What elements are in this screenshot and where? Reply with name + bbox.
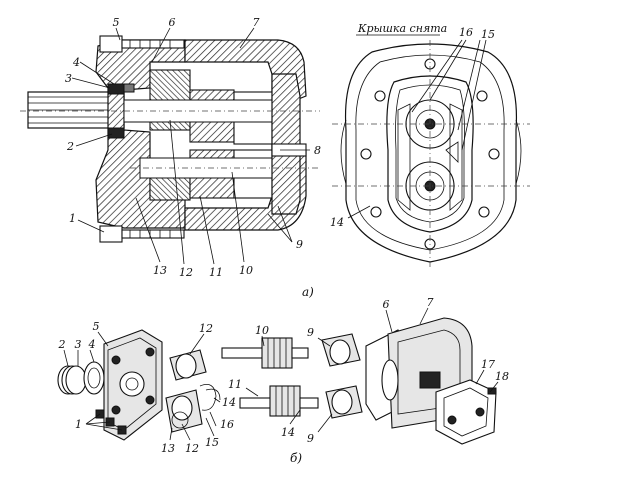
cover-removed-title: Крышка снята — [357, 22, 447, 35]
end-view-leader-lines — [347, 39, 487, 219]
section-leader-lines — [71, 27, 310, 265]
exploded-label-2: 2 — [58, 338, 66, 351]
caption-a: а) — [302, 285, 314, 299]
shaft-seal — [107, 83, 125, 95]
end-label-14: 14 — [330, 216, 344, 229]
exploded-label-17: 17 — [481, 358, 495, 371]
section-label-2: 2 — [66, 140, 74, 153]
bolt-hole — [374, 90, 386, 102]
exploded-label-1: 1 — [75, 418, 82, 431]
exploded-label-16: 16 — [220, 418, 234, 431]
section-label-3: 3 — [65, 72, 72, 85]
exploded-label-12-upper: 12 — [199, 322, 213, 335]
bolt-hole — [476, 90, 488, 102]
exploded-label-18: 18 — [495, 370, 509, 383]
section-label-1: 1 — [69, 212, 76, 225]
section-label-5: 5 — [113, 16, 120, 29]
exploded-rear-cover — [435, 379, 497, 445]
exploded-label-12-lower: 12 — [185, 442, 199, 455]
exploded-label-7: 7 — [427, 296, 434, 309]
lower-bolt — [99, 225, 185, 243]
pump-longitudinal-section: 1 2 3 4 5 6 7 8 9 10 11 12 13 — [20, 16, 321, 279]
upper-bolt — [99, 35, 185, 53]
section-label-10: 10 — [239, 264, 253, 277]
exploded-label-15: 15 — [205, 436, 219, 449]
section-label-4: 4 — [72, 56, 80, 69]
spring-2 — [57, 365, 87, 395]
exploded-label-5: 5 — [93, 320, 100, 333]
section-label-8: 8 — [314, 144, 321, 157]
section-label-11: 11 — [209, 266, 223, 279]
section-label-6: 6 — [169, 16, 176, 29]
section-label-9: 9 — [296, 238, 303, 251]
section-label-13: 13 — [153, 264, 167, 277]
exploded-bushings — [321, 333, 363, 419]
exploded-label-9-upper: 9 — [307, 326, 314, 339]
end-view-housing-outline — [344, 43, 518, 263]
shaft-seal-lower — [107, 127, 125, 139]
gear-cavity — [386, 75, 474, 233]
exploded-drive-gear-shaft — [221, 337, 309, 369]
sealing-plate-16 — [397, 103, 411, 211]
exploded-bearing-blocks — [165, 349, 221, 433]
exploded-label-3: 3 — [75, 338, 82, 351]
exploded-label-13: 13 — [161, 442, 175, 455]
section-label-12: 12 — [179, 266, 193, 279]
end-label-15: 15 — [481, 28, 495, 41]
bolt-hole — [370, 206, 382, 218]
exploded-label-4: 4 — [88, 338, 96, 351]
retaining-ring — [123, 83, 135, 93]
caption-b: б) — [290, 451, 302, 465]
exploded-label-10: 10 — [255, 324, 269, 337]
exploded-label-11: 11 — [228, 378, 242, 391]
pump-exploded-view: 1 2 3 4 5 6 7 9 9 10 11 12 12 13 14 14 1… — [57, 296, 509, 465]
pump-end-view-cover-removed: Крышка снята — [302, 22, 530, 299]
exploded-label-14-lower: 14 — [281, 426, 295, 439]
bolt-hole — [488, 148, 500, 160]
sealing-plate-15 — [449, 103, 463, 211]
exploded-driven-gear-shaft — [239, 385, 319, 417]
bolt-hole — [478, 206, 490, 218]
exploded-label-9-lower: 9 — [307, 432, 314, 445]
exploded-leader-lines — [63, 307, 499, 441]
end-label-16: 16 — [459, 26, 473, 39]
bolt-hole — [360, 148, 372, 160]
exploded-label-14-upper: 14 — [222, 396, 236, 409]
section-label-7: 7 — [253, 16, 260, 29]
exploded-label-6: 6 — [383, 298, 390, 311]
seal-ring-4 — [83, 361, 105, 395]
